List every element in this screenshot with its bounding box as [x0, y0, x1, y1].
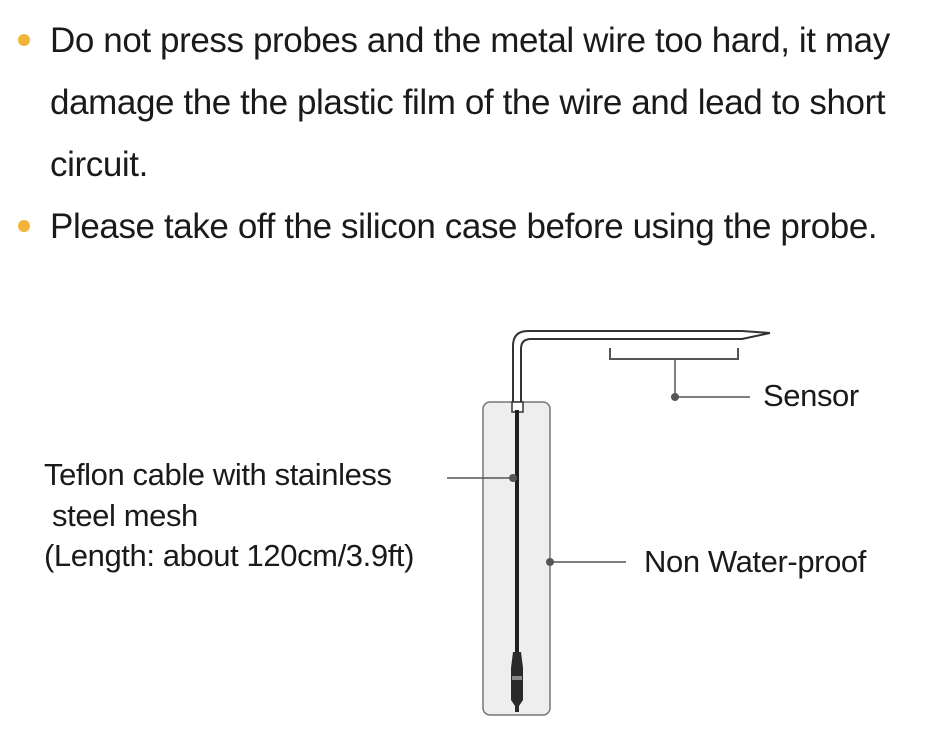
note-text: Please take off the silicon case before …	[50, 207, 878, 246]
cable-label-line2: steel mesh	[52, 498, 198, 533]
sensor-bracket	[609, 348, 739, 360]
sensor-leader-dot	[671, 393, 679, 401]
cable-length-label: (Length: about 120cm/3.9ft)	[44, 538, 415, 573]
probe-rod	[512, 330, 771, 404]
bullet-dot-icon	[18, 220, 30, 232]
cable-leader-dot	[509, 474, 517, 482]
probe-rod-inner	[520, 332, 771, 404]
cable-label-line1: Teflon cable with stainless	[44, 457, 392, 492]
note-item: Please take off the silicon case before …	[14, 196, 949, 258]
bullet-dot-icon	[18, 34, 30, 46]
note-text: Do not press probes and the metal wire t…	[50, 21, 890, 184]
cable-plug	[511, 652, 523, 712]
case-leader-dot	[546, 558, 554, 566]
sensor-label: Sensor	[763, 378, 859, 413]
notes-list: Do not press probes and the metal wire t…	[14, 10, 949, 258]
cable-plug-band	[512, 676, 522, 680]
note-item: Do not press probes and the metal wire t…	[14, 10, 949, 196]
case-label: Non Water-proof	[644, 544, 866, 579]
sensor-leader-line	[674, 359, 750, 398]
